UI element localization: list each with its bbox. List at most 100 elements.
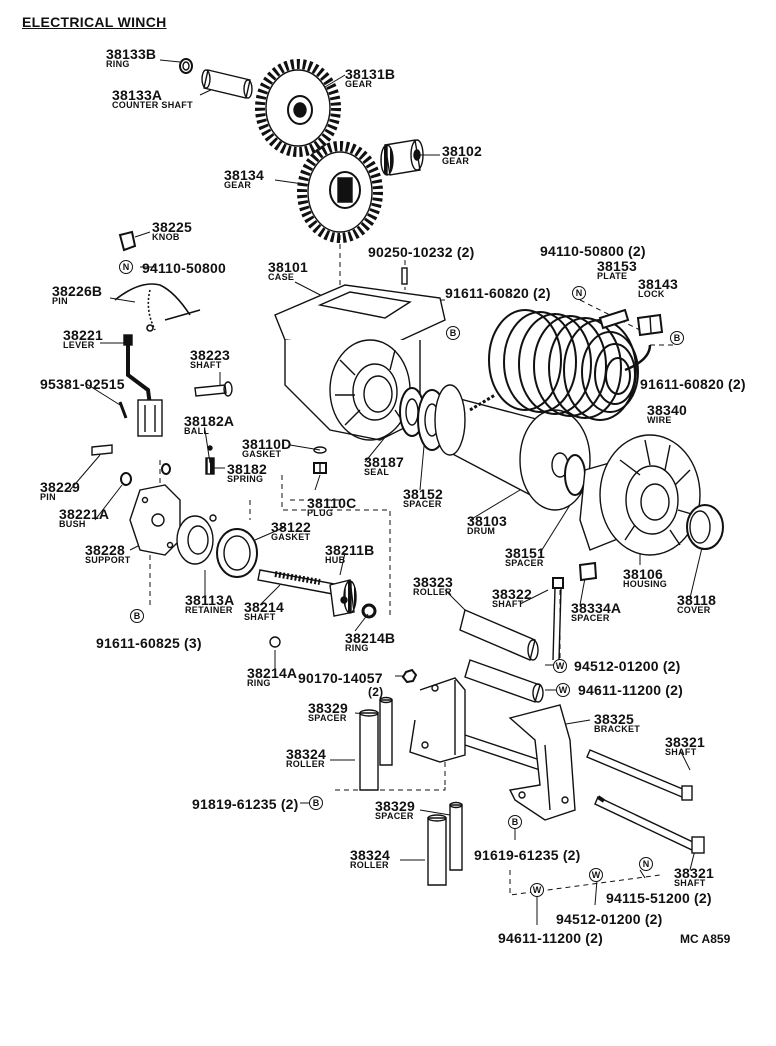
shaft-38322-drawing <box>552 577 564 661</box>
part-38214a-name: RING <box>247 678 271 688</box>
part-94512-01200a-code: 94512-01200 (2) <box>574 658 681 674</box>
part-38214b-code: 38214B <box>345 630 396 646</box>
shaft-38214-drawing <box>257 569 341 596</box>
plug-38110c-drawing <box>313 462 327 474</box>
gear-38102-drawing <box>380 139 424 176</box>
support-38228-drawing <box>129 484 181 556</box>
part-38131b-name: GEAR <box>345 79 373 89</box>
case-38101-drawing <box>274 267 446 441</box>
part-38340-name: WIRE <box>647 415 672 425</box>
part-38118-name: COVER <box>677 605 711 615</box>
part-38102-code: 38102 <box>442 143 482 159</box>
spacer-38329b-drawing <box>449 801 463 871</box>
part-38133a-code: 38133A <box>112 87 163 103</box>
gear-38131b-drawing <box>255 59 341 157</box>
part-38221-code: 38221 <box>63 327 103 343</box>
retainer-38113a-drawing <box>176 514 217 565</box>
part-38228-name: SUPPORT <box>85 555 131 565</box>
part-38324b-name: ROLLER <box>350 860 389 870</box>
part-38110c-name: PLUG <box>307 508 334 518</box>
part-90250-code: 90250-10232 (2) <box>368 244 475 260</box>
part-38118-code: 38118 <box>677 592 717 608</box>
part-38153-code: 38153 <box>597 258 637 274</box>
ring-38214a-drawing <box>269 636 281 648</box>
symbol-b-91819: B <box>309 796 323 810</box>
symbol-b-91611-60825: B <box>130 609 144 623</box>
part-91619-code: 91619-61235 (2) <box>474 847 581 863</box>
symbol-b-91611-60820a: B <box>446 326 460 340</box>
part-38133b-code: 38133B <box>106 46 157 62</box>
figure-code: MC A859 <box>680 932 731 946</box>
part-38321b-code: 38321 <box>674 865 714 881</box>
part-94110-50800-2-code: 94110-50800 (2) <box>540 243 646 259</box>
part-38122-name: GASKET <box>271 532 311 542</box>
symbol-w-94512-01200b: W <box>589 868 603 882</box>
part-38329b-name: SPACER <box>375 811 414 821</box>
part-38340-code: 38340 <box>647 402 687 418</box>
symbol-n-94110-50800: N <box>119 260 133 274</box>
part-38187-name: SEAL <box>364 467 390 477</box>
bracket-left-drawing <box>409 677 541 771</box>
part-38323-code: 38323 <box>413 574 453 590</box>
part-38211b-code: 38211B <box>325 542 375 558</box>
part-38321b-name: SHAFT <box>674 878 706 888</box>
part-38101-code: 38101 <box>268 259 308 275</box>
part-38211b-name: HUB <box>325 555 346 565</box>
part-94611-11200b-code: 94611-11200 (2) <box>498 930 603 946</box>
part-38106-code: 38106 <box>623 566 663 582</box>
symbol-n-94110-50800-2: N <box>572 286 586 300</box>
lock-38143-drawing <box>636 313 664 337</box>
part-38324a-name: ROLLER <box>286 759 325 769</box>
part-38153-name: PLATE <box>597 271 628 281</box>
ring-38133b-drawing <box>179 58 193 74</box>
part-38103-name: DRUM <box>467 526 496 536</box>
part-91611-60820b-code: 91611-60820 (2) <box>640 376 746 392</box>
part-38221a-name: BUSH <box>59 519 86 529</box>
part-38322-code: 38322 <box>492 586 532 602</box>
lever-38221-drawing <box>123 334 163 437</box>
spring-38182-drawing <box>205 457 215 475</box>
bracket-38325-drawing <box>508 704 576 821</box>
bush-small-drawing <box>161 463 171 475</box>
page-title: ELECTRICAL WINCH <box>22 14 167 30</box>
part-38214b-name: RING <box>345 643 369 653</box>
ring-38214b-drawing <box>361 603 377 619</box>
part-38329a-code: 38329 <box>308 700 348 716</box>
part-91611-60825-code: 91611-60825 (3) <box>96 635 202 651</box>
roller-38324a-drawing <box>359 709 379 791</box>
part-38322-name: SHAFT <box>492 599 524 609</box>
nut-90170-drawing <box>401 668 418 684</box>
part-90170-qty: (2) <box>368 685 384 699</box>
symbol-w-94512-01200a: W <box>553 659 567 673</box>
part-38214-name: SHAFT <box>244 612 276 622</box>
spacer-38334a-drawing <box>578 561 598 582</box>
spacer-38329a-drawing <box>379 696 393 766</box>
part-38122-code: 38122 <box>271 519 311 535</box>
part-38229-code: 38229 <box>40 479 80 495</box>
part-38226b-code: 38226B <box>52 283 103 299</box>
part-38134-name: GEAR <box>224 180 252 190</box>
bush-38221a-drawing <box>120 472 132 486</box>
part-38329b-code: 38329 <box>375 798 415 814</box>
roller-38323-drawing <box>459 609 544 703</box>
part-38182a-code: 38182A <box>184 413 235 429</box>
part-38106-name: HOUSING <box>623 579 668 589</box>
counter-shaft-38133a-drawing <box>201 69 253 99</box>
pin-38229-drawing <box>91 444 113 456</box>
drum-38103-drawing <box>434 384 591 511</box>
part-38334a-code: 38334A <box>571 600 622 616</box>
part-38143-name: LOCK <box>638 289 665 299</box>
roller-38324b-drawing <box>427 814 447 886</box>
part-38131b-code: 38131B <box>345 66 396 82</box>
part-38182-code: 38182 <box>227 461 267 477</box>
part-38321a-code: 38321 <box>665 734 705 750</box>
plate-38153-drawing <box>598 308 630 330</box>
part-38334a-name: SPACER <box>571 613 610 623</box>
part-91819-code: 91819-61235 (2) <box>192 796 299 812</box>
part-38221-name: LEVER <box>63 340 95 350</box>
part-38223-code: 38223 <box>190 347 230 363</box>
part-38225-code: 38225 <box>152 219 192 235</box>
part-38214-code: 38214 <box>244 599 284 615</box>
symbol-w-94611-11200a: W <box>556 683 570 697</box>
part-38221a-code: 38221A <box>59 506 110 522</box>
